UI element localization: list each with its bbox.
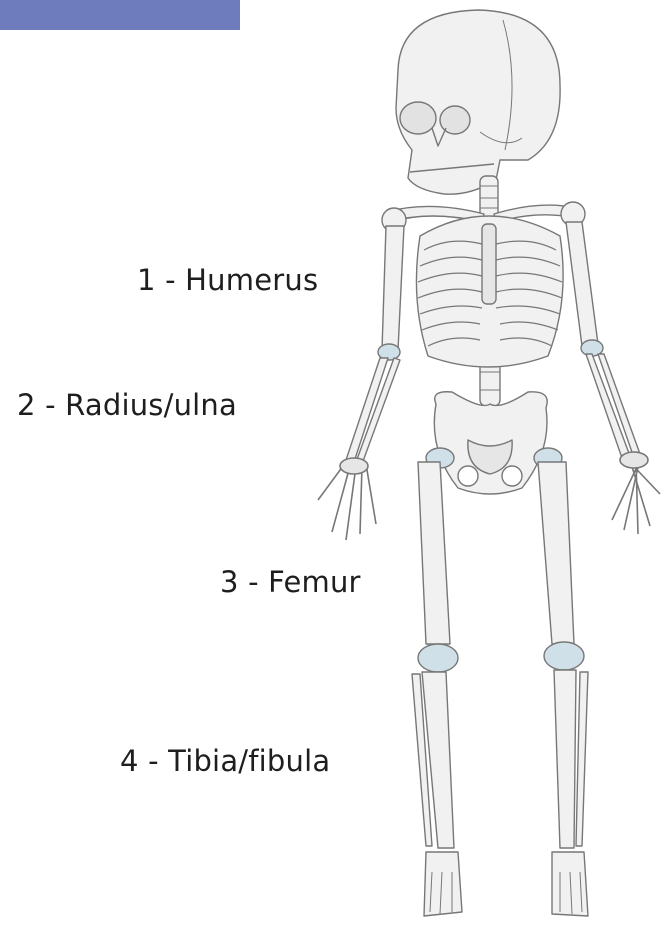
label-number: 4 bbox=[120, 744, 139, 778]
feet bbox=[424, 852, 588, 916]
pelvis bbox=[434, 392, 547, 494]
rib-cage bbox=[416, 216, 563, 367]
label-separator: - bbox=[165, 263, 176, 297]
label-number: 2 bbox=[17, 388, 36, 422]
skull bbox=[396, 10, 560, 194]
skeleton-illustration bbox=[300, 0, 664, 925]
label-separator: - bbox=[148, 744, 159, 778]
label-separator: - bbox=[248, 565, 259, 599]
header-accent-bar bbox=[0, 0, 240, 30]
label-tibia-fibula: 4 - Tibia/fibula bbox=[120, 744, 330, 778]
label-number: 1 bbox=[137, 263, 156, 297]
label-separator: - bbox=[45, 388, 56, 422]
tibia-fibula-bones bbox=[412, 670, 588, 848]
knee-caps bbox=[418, 642, 584, 672]
label-name: Humerus bbox=[185, 263, 318, 297]
label-number: 3 bbox=[220, 565, 239, 599]
label-name: Radius/ulna bbox=[65, 388, 237, 422]
label-humerus: 1 - Humerus bbox=[137, 263, 318, 297]
label-radius-ulna: 2 - Radius/ulna bbox=[17, 388, 237, 422]
